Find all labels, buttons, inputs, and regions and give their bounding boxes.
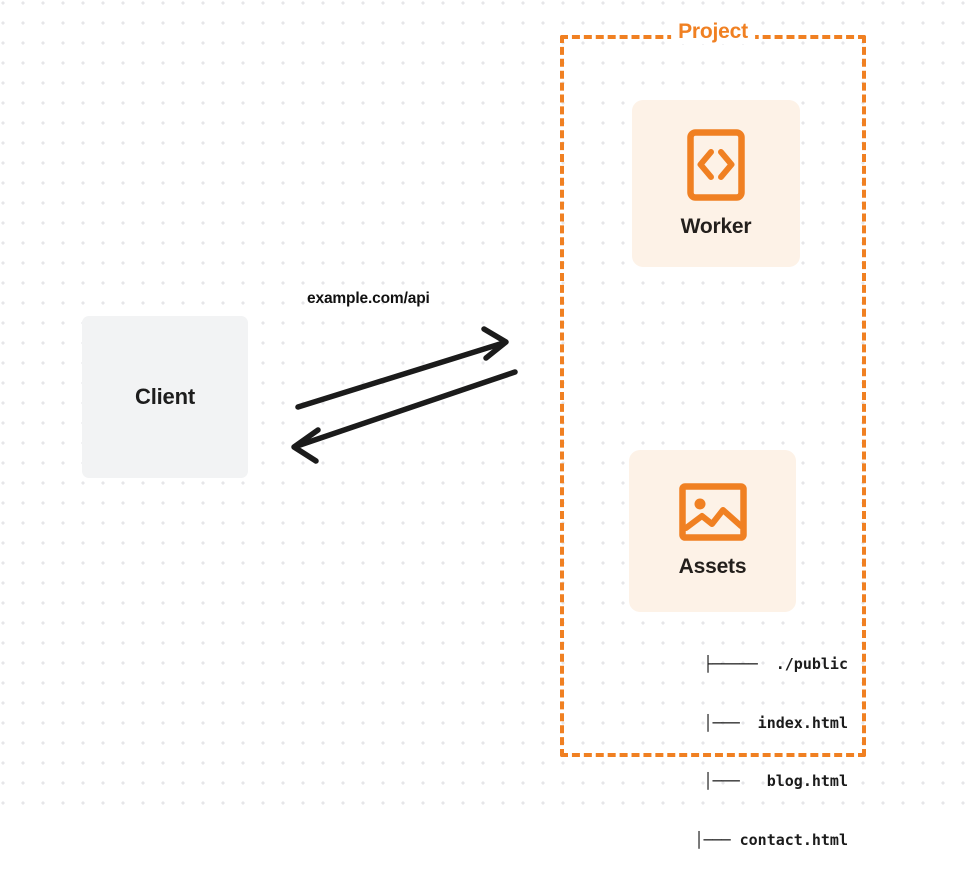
code-brackets-icon	[687, 128, 745, 201]
assets-file-tree: ├───── ./public │─── index.html │─── blo…	[603, 616, 848, 889]
client-node[interactable]: Client	[82, 316, 248, 478]
project-title: Project	[671, 20, 755, 44]
assets-card[interactable]: Assets	[629, 450, 796, 612]
worker-card[interactable]: Worker	[632, 100, 800, 267]
assets-card-label: Assets	[678, 555, 747, 578]
connector-label: example.com/api	[307, 290, 430, 307]
file-tree-row: ├───── ./public	[703, 655, 849, 673]
worker-card-label: Worker	[680, 214, 752, 238]
project-container: Project Worker Assets	[560, 20, 866, 849]
client-node-label: Client	[135, 384, 195, 409]
bidirectional-arrows	[291, 326, 518, 464]
file-tree-row: │─── contact.html	[640, 830, 848, 849]
file-tree-row: │─── index.html	[649, 713, 848, 732]
image-icon	[678, 483, 747, 541]
file-tree-row: │─── blog.html	[649, 772, 848, 790]
architecture-diagram: Client example.com/api Project	[82, 20, 866, 849]
arrow-request-to-project	[295, 326, 509, 410]
arrow-response-to-client	[291, 369, 518, 464]
